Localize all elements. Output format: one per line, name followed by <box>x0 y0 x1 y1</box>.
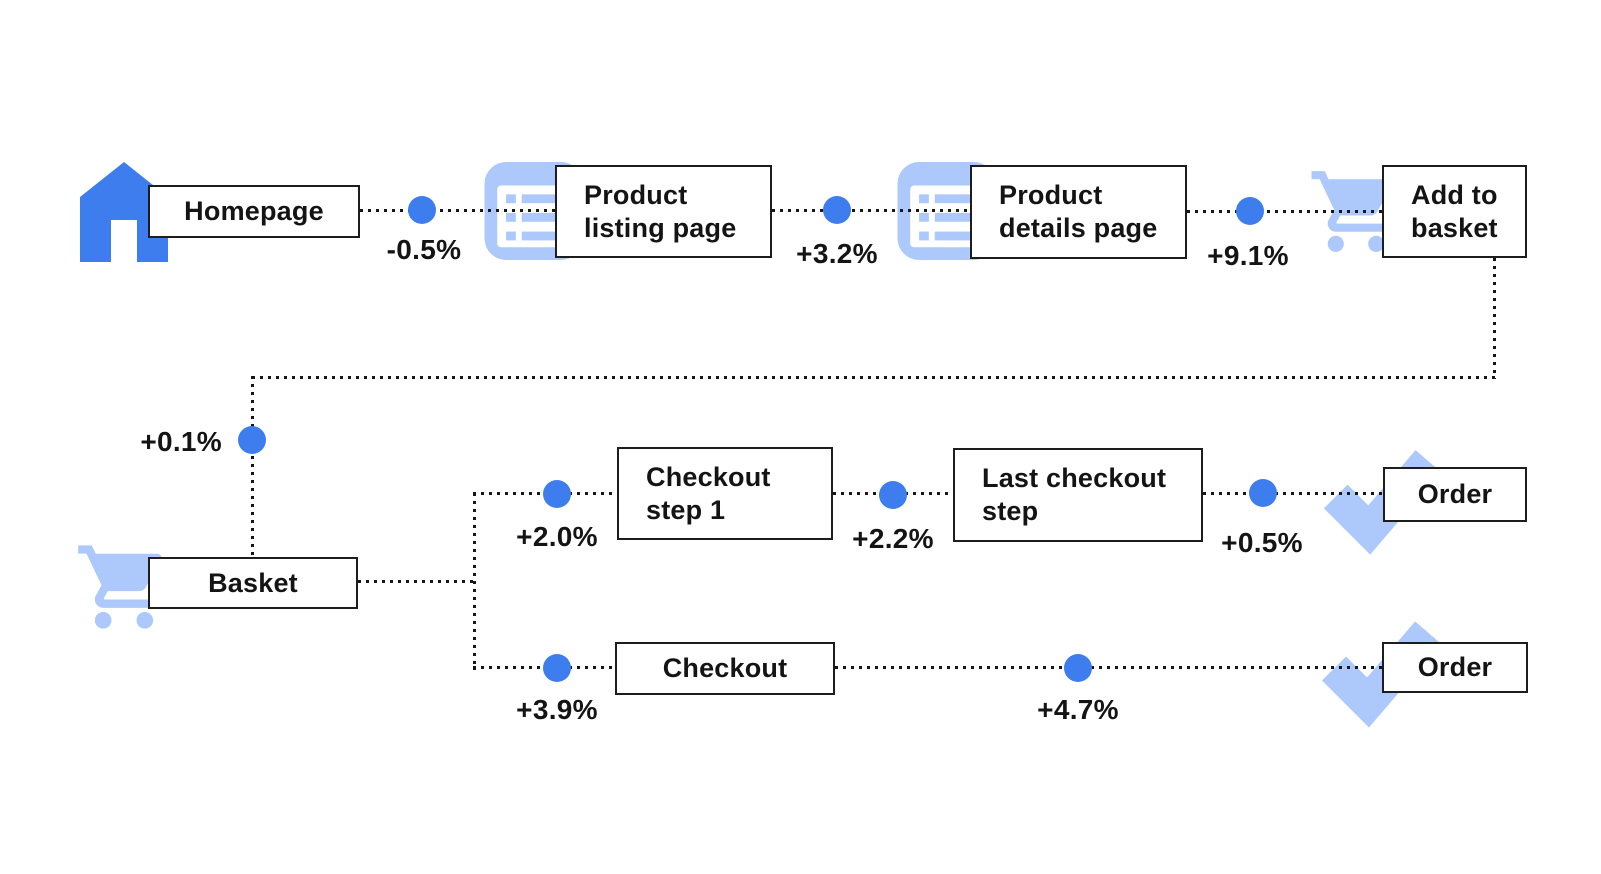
delta-basket-to-step1: +2.0% <box>516 521 598 552</box>
delta-listing-to-details: +3.2% <box>796 238 878 269</box>
edge-line-details-to-add <box>1187 210 1385 213</box>
step-dot <box>543 480 571 508</box>
edge-line-across <box>252 376 1495 379</box>
edge-line-listing-to-details <box>772 209 974 212</box>
step-dot <box>1249 479 1277 507</box>
node-homepage: Homepage <box>148 185 360 238</box>
edge-line-homepage-to-listing <box>360 209 560 212</box>
edge-line-junction-vertical <box>473 493 476 670</box>
delta-homepage-to-listing: -0.5% <box>386 234 462 265</box>
step-dot <box>879 481 907 509</box>
node-add-to-basket: Add to basket <box>1382 165 1527 258</box>
edge-line-down-to-basket <box>251 376 254 558</box>
node-basket: Basket <box>148 557 358 609</box>
step-dot <box>823 196 851 224</box>
node-product-details-page: Product details page <box>970 165 1187 259</box>
delta-details-to-add: +9.1% <box>1207 240 1289 271</box>
node-checkout: Checkout <box>615 642 835 695</box>
home-icon <box>78 160 170 262</box>
edge-line-add-down <box>1493 258 1496 379</box>
delta-checkout-to-order: +4.7% <box>1037 694 1119 725</box>
delta-last-to-order: +0.5% <box>1221 527 1303 558</box>
delta-step1-to-last: +2.2% <box>852 523 934 554</box>
node-order-bottom: Order <box>1382 642 1528 693</box>
step-dot <box>543 654 571 682</box>
node-order-top: Order <box>1383 467 1527 522</box>
edge-line-last-to-order <box>1203 492 1386 495</box>
step-dot <box>1064 654 1092 682</box>
cart-icon <box>74 536 174 638</box>
node-product-listing-page: Product listing page <box>555 165 772 258</box>
delta-add-to-basket: +0.1% <box>140 426 222 457</box>
node-last-checkout-step: Last checkout step <box>953 448 1203 542</box>
step-dot <box>408 196 436 224</box>
edge-line-basket-to-junction <box>358 580 476 583</box>
step-dot <box>238 426 266 454</box>
step-dot <box>1236 197 1264 225</box>
edge-line-checkout-to-order <box>835 666 1385 669</box>
node-checkout-step-1: Checkout step 1 <box>617 447 833 540</box>
delta-basket-to-checkout: +3.9% <box>516 694 598 725</box>
